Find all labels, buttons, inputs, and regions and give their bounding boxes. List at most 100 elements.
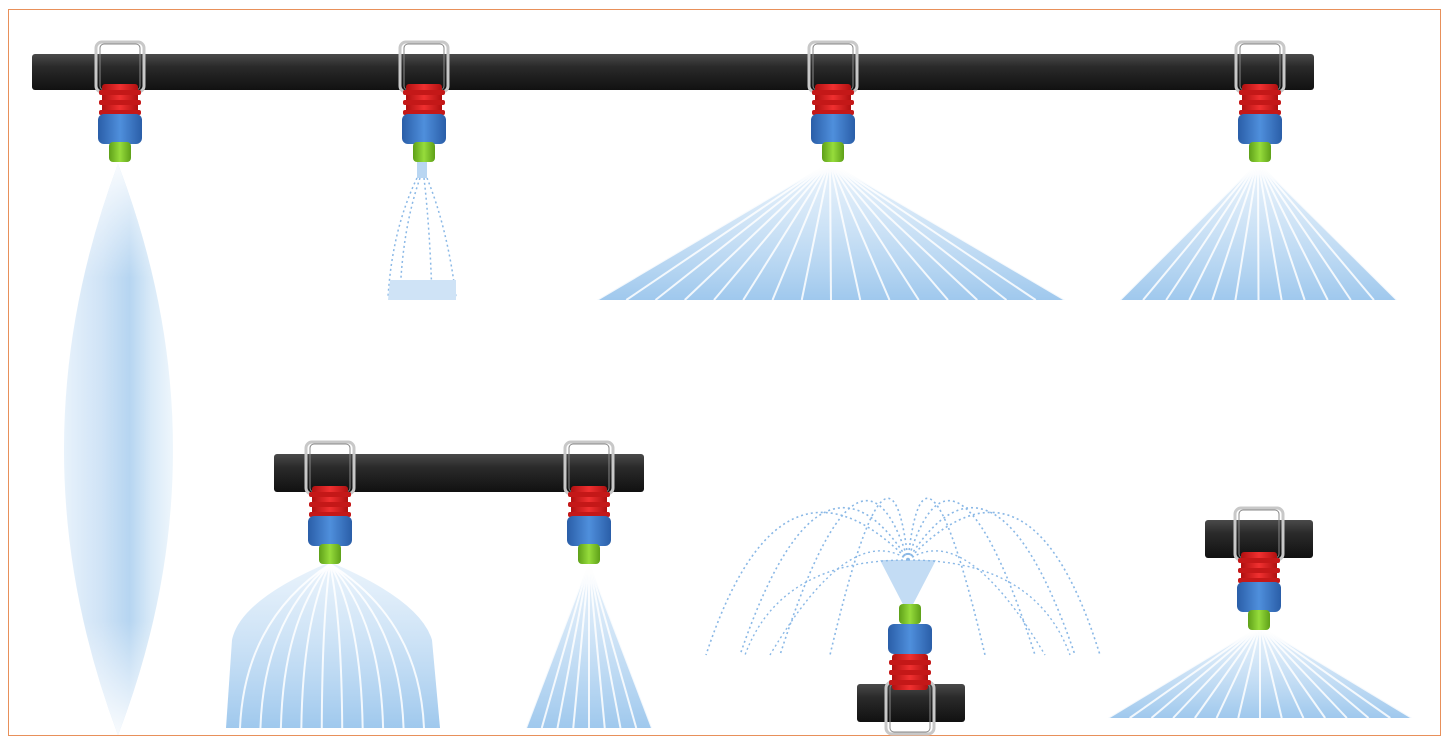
nozzle-assembly xyxy=(1233,506,1285,630)
nozzle-cap xyxy=(811,114,855,144)
spray-ray xyxy=(713,161,831,301)
spray-ray xyxy=(1257,161,1306,301)
nozzles xyxy=(94,40,1286,736)
spray-ray xyxy=(1259,625,1305,719)
spray-ray xyxy=(1194,625,1261,719)
spray-ray xyxy=(329,563,364,729)
nozzle-cap xyxy=(567,516,611,546)
spray-ray xyxy=(829,161,1066,301)
spray-ray xyxy=(1257,161,1283,301)
nozzle-rib xyxy=(403,110,445,115)
nozzle-rib xyxy=(403,100,445,105)
short-pipe-right xyxy=(1205,520,1313,558)
spray-ray xyxy=(684,161,831,301)
short-pipe-bottom xyxy=(857,684,965,722)
spray-arc xyxy=(779,499,909,656)
nozzle-rib xyxy=(889,660,931,665)
spray-ray xyxy=(300,563,331,729)
nozzle-rib xyxy=(403,90,445,95)
nozzle-cap xyxy=(402,114,446,144)
spray-ray xyxy=(279,563,331,729)
spray-arc xyxy=(769,550,909,656)
spray-arc xyxy=(744,559,909,656)
spray-ray xyxy=(329,563,344,729)
spray-ray xyxy=(1234,161,1259,301)
spray-full-cone xyxy=(226,562,440,729)
spray-ray xyxy=(588,561,606,729)
spray-ray xyxy=(800,161,831,301)
spray-ray xyxy=(829,161,1037,301)
spray-arc xyxy=(907,550,1046,656)
spray-ray xyxy=(1150,625,1261,719)
nozzle-rib xyxy=(1239,100,1281,105)
spray-ray xyxy=(829,161,920,301)
nozzle-assembly xyxy=(884,604,936,736)
spray-ray xyxy=(742,161,831,301)
nozzle-tip xyxy=(578,544,600,564)
pipes xyxy=(32,54,1314,722)
nozzle-rib xyxy=(568,492,610,497)
nozzle-tip xyxy=(1248,610,1270,630)
nozzle-assembly xyxy=(1234,40,1286,162)
nozzle-rib xyxy=(1239,90,1281,95)
spray-ray xyxy=(239,563,331,729)
spray-ray xyxy=(654,161,831,301)
nozzle-rib xyxy=(99,90,141,95)
nozzle-rib xyxy=(1238,578,1280,583)
spray-ray xyxy=(329,563,405,729)
nozzle-rib xyxy=(309,502,351,507)
spray-hollow-cone xyxy=(387,160,457,300)
spray-ray xyxy=(1237,625,1261,719)
spray-ray xyxy=(829,161,949,301)
spray-ray xyxy=(329,563,425,729)
spray-narrow-fan xyxy=(525,561,653,729)
spray-ray xyxy=(625,161,831,301)
spray-arc xyxy=(705,511,909,656)
spray-ray xyxy=(1259,625,1370,719)
nozzle-tip xyxy=(1249,142,1271,162)
nozzle-assembly xyxy=(563,440,615,564)
spray-arc xyxy=(907,499,1036,656)
spray-arc xyxy=(907,511,1101,656)
nozzle-rib xyxy=(1238,558,1280,563)
nozzle-rib xyxy=(1239,110,1281,115)
spray-ray xyxy=(1259,625,1391,719)
nozzle-rib xyxy=(1238,568,1280,573)
spray-ray xyxy=(1172,625,1261,719)
nozzle-tip xyxy=(899,604,921,624)
nozzle-rib xyxy=(812,90,854,95)
nozzle-cap xyxy=(1237,582,1281,612)
spray-ray xyxy=(1119,161,1259,301)
nozzle-cap xyxy=(308,516,352,546)
spray-ray xyxy=(1257,161,1260,301)
spray-ray xyxy=(525,561,590,729)
spray-ray xyxy=(1257,161,1398,301)
nozzle-rib xyxy=(568,512,610,517)
spray-ray xyxy=(1215,625,1261,719)
nozzle-assembly xyxy=(304,440,356,564)
spray-ray xyxy=(829,161,862,301)
spray-ray xyxy=(1257,161,1375,301)
spray-ray xyxy=(540,561,590,729)
spray-fill xyxy=(226,562,440,728)
spray-ray xyxy=(1142,161,1259,301)
spray-ray xyxy=(1257,161,1352,301)
spray-ray xyxy=(596,161,831,301)
nozzle-assembly xyxy=(398,40,450,162)
spray-ray xyxy=(572,561,590,729)
spray-ray xyxy=(1259,625,1348,719)
nozzle-assembly xyxy=(807,40,859,162)
spray-ray xyxy=(329,563,385,729)
spray-flat-fan-top-right xyxy=(1119,161,1398,301)
spray-arc xyxy=(907,506,1076,656)
spray-ray xyxy=(1188,161,1259,301)
spray-fountain-upward xyxy=(705,497,1101,656)
spray-ray xyxy=(1259,625,1326,719)
nozzle-rib xyxy=(99,100,141,105)
nozzle-rib xyxy=(889,670,931,675)
spray-wide-flat-fan xyxy=(596,161,1066,301)
spray-ray xyxy=(1129,625,1261,719)
nozzle-rib xyxy=(309,492,351,497)
